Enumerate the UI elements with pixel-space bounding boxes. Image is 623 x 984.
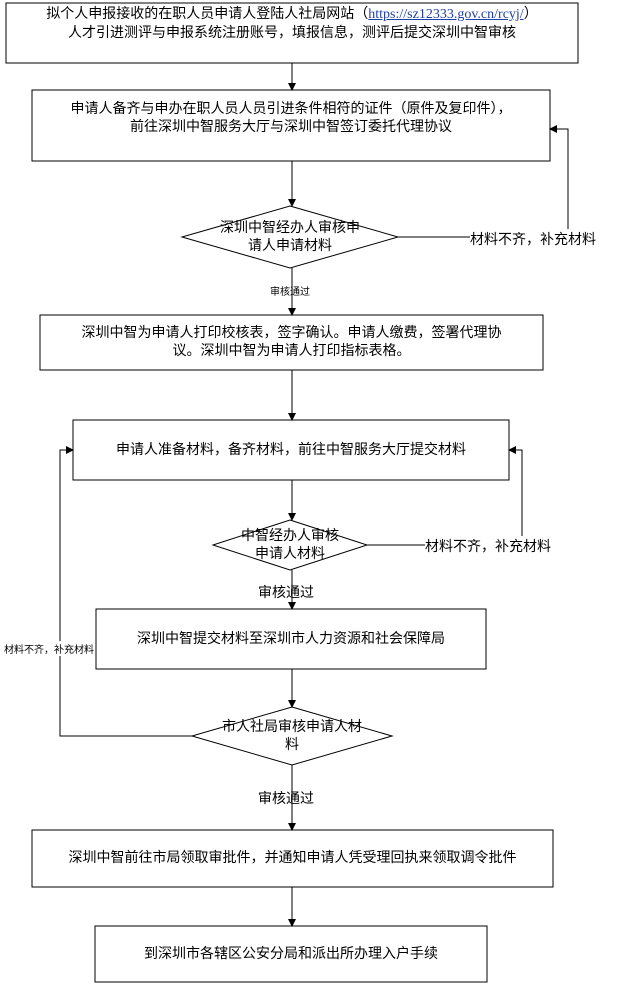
- decision1-text: 深圳中智经办人审核申 请人申请材料: [182, 219, 398, 255]
- decision1-line1: 深圳中智经办人审核申: [220, 220, 360, 236]
- step1-text: 拟个人申报接收的在职人员申请人登陆人社局网站（https://sz12333.g…: [6, 5, 578, 42]
- step7-text: 到深圳市各辖区公安分局和派出所办理入户手续: [144, 946, 438, 962]
- step1-line2: 人才引进测评与申报系统注册账号，填报信息，测评后提交深圳中智审核: [68, 25, 516, 41]
- step1-line1: 拟个人申报接收的在职人员申请人登陆人社局网站（https://sz12333.g…: [46, 6, 538, 22]
- decision3-line1: 市人社局审核申请人材: [222, 719, 362, 735]
- decision1-line2: 请人申请材料: [248, 238, 332, 254]
- step2-line2: 前往深圳中智服务大厅与深圳中智签订委托代理协议: [130, 119, 452, 135]
- step5-box: [95, 608, 487, 670]
- decision3-text: 市人社局审核申请人材 料: [192, 718, 392, 754]
- decision2-line1: 中智经办人审核: [241, 528, 339, 544]
- decision2-line2: 申请人材料: [255, 546, 325, 562]
- feedback-arrow-3: [59, 446, 192, 737]
- reject2-label: 材料不齐，补充材料: [425, 536, 551, 556]
- website-link[interactable]: https://sz12333.gov.cn/rcyj/: [368, 7, 524, 22]
- step6-text: 深圳中智前往市局领取审批件，并通知申请人凭受理回执来领取调令批件: [68, 850, 517, 866]
- step3-line2: 议。深圳中智为申请人打印指标表格。: [172, 343, 411, 359]
- step5-text: 深圳中智提交材料至深圳市人力资源和社会保障局: [137, 631, 445, 647]
- decision1-diamond: [180, 205, 400, 269]
- step4-box: [72, 419, 510, 481]
- pass1-label: 审核通过: [270, 287, 310, 298]
- decision3-line2: 料: [285, 737, 299, 753]
- step7-box: [94, 925, 488, 983]
- step2-text: 申请人备齐与申办在职人员人员引进条件相符的证件（原件及复印件）， 前往深圳中智服…: [32, 100, 550, 136]
- step3-text: 深圳中智为申请人打印校核表，签字确认。申请人缴费，签署代理协 议。深圳中智为申请…: [40, 324, 543, 360]
- decision2-diamond: [211, 519, 369, 571]
- pass3-label: 审核通过: [258, 791, 314, 807]
- reject3-label: 材料不齐，补充材料: [4, 641, 94, 656]
- step2-box: [31, 89, 551, 162]
- step3-line1: 深圳中智为申请人打印校核表，签字确认。申请人缴费，签署代理协: [81, 325, 502, 341]
- decision2-text: 中智经办人审核 申请人材料: [213, 527, 367, 563]
- step4-text: 申请人准备材料，备齐材料，前往中智服务大厅提交材料: [116, 442, 466, 458]
- reject1-label: 材料不齐，补充材料: [470, 229, 596, 249]
- step6-box: [31, 829, 554, 888]
- step1-box: [5, 2, 579, 64]
- pass2-label: 审核通过: [258, 585, 314, 601]
- step2-line1: 申请人备齐与申办在职人员人员引进条件相符的证件（原件及复印件），: [70, 101, 512, 117]
